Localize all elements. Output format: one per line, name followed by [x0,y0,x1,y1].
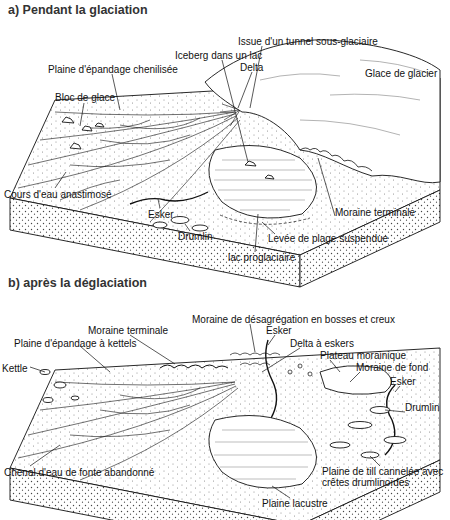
feature-label: Glace de glacier [365,68,437,79]
icebergs [245,161,274,179]
lacustrine-plain [209,416,317,489]
hummocky-moraine [230,353,312,376]
esker [266,340,277,420]
feature-label: Plaine d'épandage chenilisée [48,64,178,75]
panel-heading: b) après la déglaciation [8,276,147,290]
esker [385,385,395,455]
feature-label: Drumlin [178,231,212,242]
feature-label: Moraine terminale [88,325,168,336]
feature-label: Plaine de till cannelée avec crêtes drum… [322,466,447,488]
feature-label: Bloc de glace [55,92,115,103]
feature-label: Esker [390,376,416,387]
feature-label: Levée de plage suspendue [268,233,388,244]
feature-label: Plateau morainique [320,350,406,361]
feature-label: lac proglaciaire [228,252,295,263]
feature-label: Moraine terminale [335,207,415,218]
terminal-moraine-ridge [160,365,228,368]
feature-label: Plaine lacustre [262,498,328,509]
feature-label: Drumlin [405,402,439,413]
feature-label: Plaine d'épandage à kettels [14,338,137,349]
esker [130,192,208,204]
drumlinoid-ridges [330,407,406,459]
glacier-ice [205,40,440,183]
feature-label: Moraine de fond [356,362,428,373]
feature-label: Issue d'un tunnel sous-glaciaire [238,36,378,47]
feature-label: Esker [148,209,174,220]
proglacial-lake [209,146,317,219]
feature-label: Moraine de désagrégation en bosses et cr… [192,314,395,325]
raised-beach [220,215,310,224]
lake-hatching [214,160,312,210]
feature-label: Chenal d'eau de fonte abandonné [4,467,154,478]
abandoned-channels [18,382,238,480]
ice-blocks [62,117,104,149]
feature-label: Iceberg dans un lac [175,50,262,61]
leader-lines [30,46,405,498]
feature-label: Delta à eskers [290,338,354,349]
braided-streams [18,112,240,222]
kettles [40,370,79,403]
feature-label: Esker [266,325,292,336]
glaciation-block [10,40,440,287]
feature-label: Delta [240,62,263,73]
panel-heading: a) Pendant la glaciation [8,3,148,17]
lacustrine-hatching [214,430,312,479]
terminal-moraine [300,148,372,171]
feature-label: Cours d'eau anastimosé [4,189,112,200]
feature-label: Kettle [2,363,28,374]
deglaciation-block [10,340,440,520]
